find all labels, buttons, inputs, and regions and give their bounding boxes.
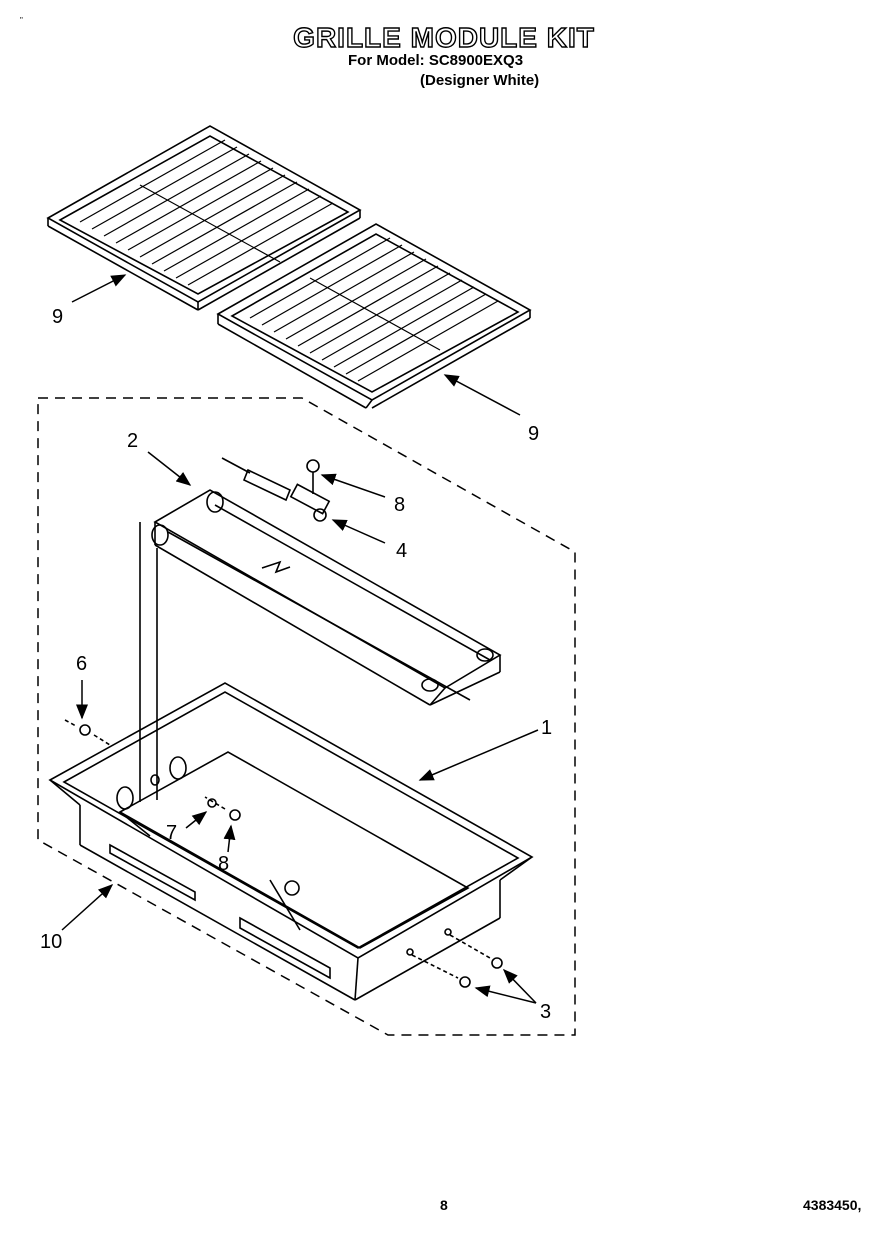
callout-connector: 4 bbox=[396, 540, 407, 562]
document-code: 4383450, bbox=[803, 1197, 862, 1213]
color-line: (Designer White) bbox=[420, 72, 540, 89]
clip-part bbox=[64, 719, 111, 746]
leader-arrows bbox=[61, 274, 539, 1004]
drip-pan bbox=[48, 682, 534, 959]
connector-part bbox=[289, 483, 331, 522]
side-screws bbox=[411, 934, 503, 988]
callout-screw-top: 8 bbox=[394, 494, 405, 516]
callout-grate-right: 9 bbox=[528, 423, 539, 445]
grate-right bbox=[216, 223, 532, 409]
corner-mark: " bbox=[20, 16, 23, 25]
module-boundary bbox=[37, 397, 576, 1036]
callout-element: 2 bbox=[127, 430, 138, 452]
screw-top bbox=[306, 459, 320, 494]
bottom-housing bbox=[49, 779, 533, 1001]
page-number: 8 bbox=[440, 1197, 448, 1213]
washer-part bbox=[207, 798, 217, 808]
callout-pan: 1 bbox=[541, 717, 552, 739]
callout-side-screws: 3 bbox=[540, 1001, 551, 1023]
heating-element bbox=[139, 457, 502, 802]
callout-grate-left: 9 bbox=[52, 306, 63, 328]
callout-clip: 6 bbox=[76, 653, 87, 675]
callout-washer: 7 bbox=[166, 822, 177, 844]
model-line: For Model: SC8900EXQ3 bbox=[348, 52, 524, 69]
screw-bottom bbox=[204, 796, 241, 821]
grate-left bbox=[46, 125, 362, 311]
callout-housing: 10 bbox=[40, 931, 62, 953]
callout-screw-bottom: 8 bbox=[218, 853, 229, 875]
page-title: GRILLE MODULE KIT bbox=[292, 21, 595, 53]
